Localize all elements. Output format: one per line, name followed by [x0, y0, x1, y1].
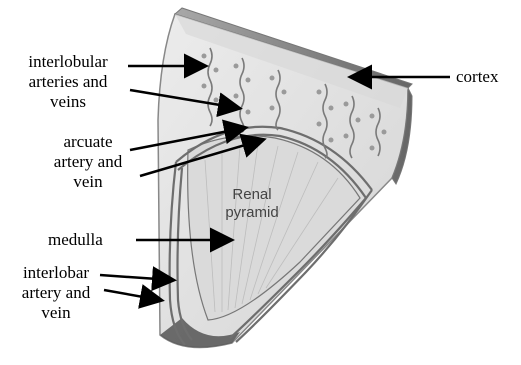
label-interlobular-line2: arteries and [8, 72, 128, 92]
label-renal-pyramid-line2: pyramid [212, 204, 292, 222]
label-arcuate-line1: arcuate [40, 132, 136, 152]
label-renal-pyramid: Renal pyramid [212, 186, 292, 222]
label-interlobar: interlobar artery and vein [6, 263, 106, 323]
label-cortex: cortex [456, 67, 516, 87]
label-arcuate-line2: artery and [40, 152, 136, 172]
label-interlobar-line2: artery and [6, 283, 106, 303]
label-interlobar-line3: vein [6, 303, 106, 323]
label-arcuate-line3: vein [40, 172, 136, 192]
label-medulla: medulla [48, 230, 132, 250]
label-interlobular: interlobular arteries and veins [8, 52, 128, 112]
label-arcuate: arcuate artery and vein [40, 132, 136, 192]
arrow-interlobar-lower [104, 290, 160, 300]
label-interlobar-line1: interlobar [6, 263, 106, 283]
label-interlobular-line1: interlobular [8, 52, 128, 72]
label-interlobular-line3: veins [8, 92, 128, 112]
label-renal-pyramid-line1: Renal [212, 186, 292, 204]
